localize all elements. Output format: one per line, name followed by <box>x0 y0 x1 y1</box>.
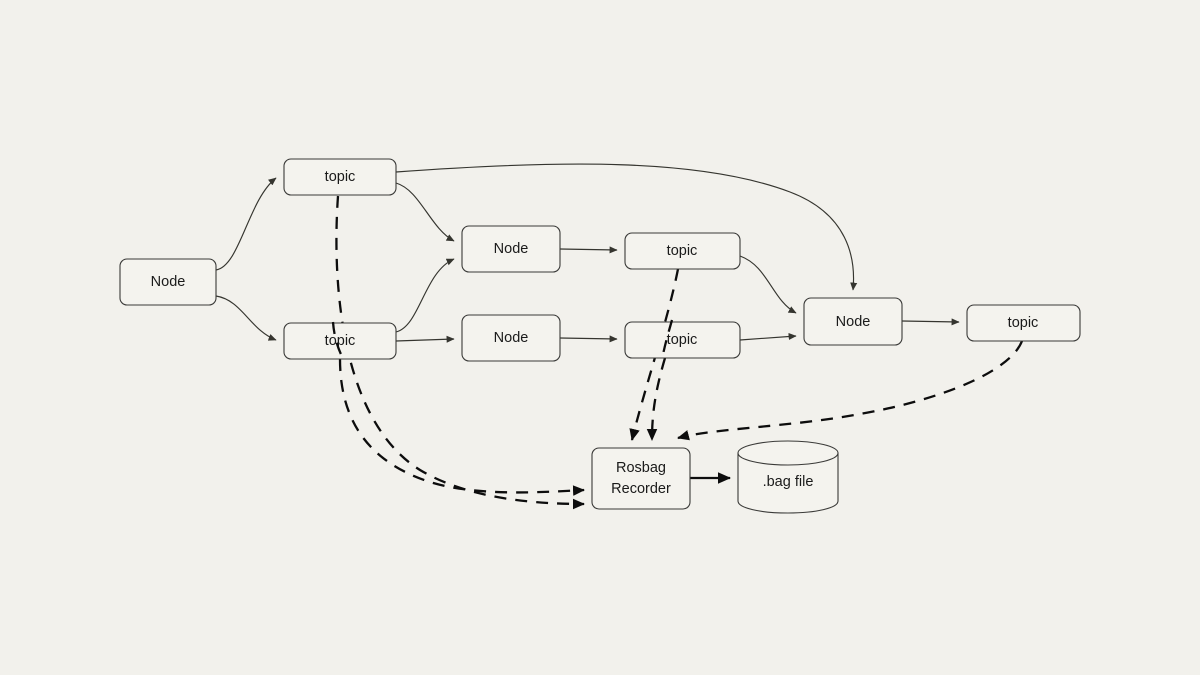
edge-topic-bottom-left-to-node-mid-lower <box>395 335 455 343</box>
node-rosbag-recorder[interactable]: Rosbag Recorder <box>591 447 691 510</box>
node-topic-mid-upper-label: topic <box>667 243 698 259</box>
node-topic-right-rect[interactable] <box>966 304 1081 342</box>
edge-source-node-to-topic-top-left <box>215 177 277 271</box>
bag-file-cylinder-top <box>737 440 839 466</box>
node-bag-file-label: .bag file <box>763 474 814 490</box>
node-mid-upper-rect[interactable] <box>461 225 561 273</box>
edge-topic-top-left-to-node-mid-upper <box>395 182 455 242</box>
node-topic-top-left[interactable]: topic <box>283 158 397 196</box>
node-right[interactable]: Node <box>803 297 903 346</box>
node-right-rect[interactable] <box>803 297 903 346</box>
node-topic-mid-upper[interactable]: topic <box>624 232 741 270</box>
edge-topic-top-left-to-rosbag-recorder <box>335 195 585 510</box>
edge-topic-bottom-left-to-node-mid-upper <box>395 258 455 333</box>
node-topic-top-left-label: topic <box>325 169 356 185</box>
edge-overlay-dash-through-topic-mid-lower <box>660 319 674 361</box>
node-topic-right-label: topic <box>1008 315 1039 331</box>
edge-overlay-dash-through-topic-bottom-left <box>331 321 345 361</box>
node-rosbag-recorder-label-line2: Recorder <box>611 481 671 497</box>
node-topic-top-left-rect[interactable] <box>283 158 397 196</box>
edge-topic-bottom-left-to-rosbag-recorder <box>338 358 585 496</box>
node-topic-mid-upper-rect[interactable] <box>624 232 741 270</box>
bag-file-cylinder-body <box>737 452 839 514</box>
edge-node-right-to-topic-right <box>901 318 960 326</box>
node-rosbag-recorder-label-line1: Rosbag <box>616 460 666 476</box>
node-rosbag-recorder-rect[interactable] <box>591 447 691 510</box>
edge-topic-mid-upper-to-node-right <box>739 255 797 314</box>
node-mid-upper-label: Node <box>494 241 529 257</box>
node-topic-bottom-left[interactable]: topic <box>283 322 397 360</box>
node-topic-right[interactable]: topic <box>966 304 1081 342</box>
node-topic-mid-lower[interactable]: topic <box>624 321 741 359</box>
edge-node-mid-lower-to-topic-mid-lower <box>559 335 618 343</box>
edge-node-mid-upper-to-topic-mid-upper <box>559 246 618 254</box>
edge-topic-mid-lower-to-rosbag-recorder <box>646 357 667 441</box>
node-mid-lower-label: Node <box>494 330 529 346</box>
node-topic-bottom-left-rect[interactable] <box>283 322 397 360</box>
edge-topic-top-left-to-node-right <box>395 163 858 291</box>
node-source-node[interactable]: Node <box>119 258 217 306</box>
node-mid-upper[interactable]: Node <box>461 225 561 273</box>
node-source-node-rect[interactable] <box>119 258 217 306</box>
node-topic-mid-lower-label: topic <box>667 332 698 348</box>
node-mid-lower-rect[interactable] <box>461 314 561 362</box>
node-mid-lower[interactable]: Node <box>461 314 561 362</box>
node-right-label: Node <box>836 314 871 330</box>
node-topic-bottom-left-label: topic <box>325 333 356 349</box>
edge-source-node-to-topic-bottom-left <box>215 295 277 341</box>
node-bag-file[interactable]: .bag file <box>737 440 839 514</box>
node-topic-mid-lower-rect[interactable] <box>624 321 741 359</box>
node-source-node-label: Node <box>151 274 186 290</box>
edge-topic-right-to-rosbag-recorder <box>677 340 1024 441</box>
edge-topic-mid-lower-to-node-right <box>739 332 797 341</box>
